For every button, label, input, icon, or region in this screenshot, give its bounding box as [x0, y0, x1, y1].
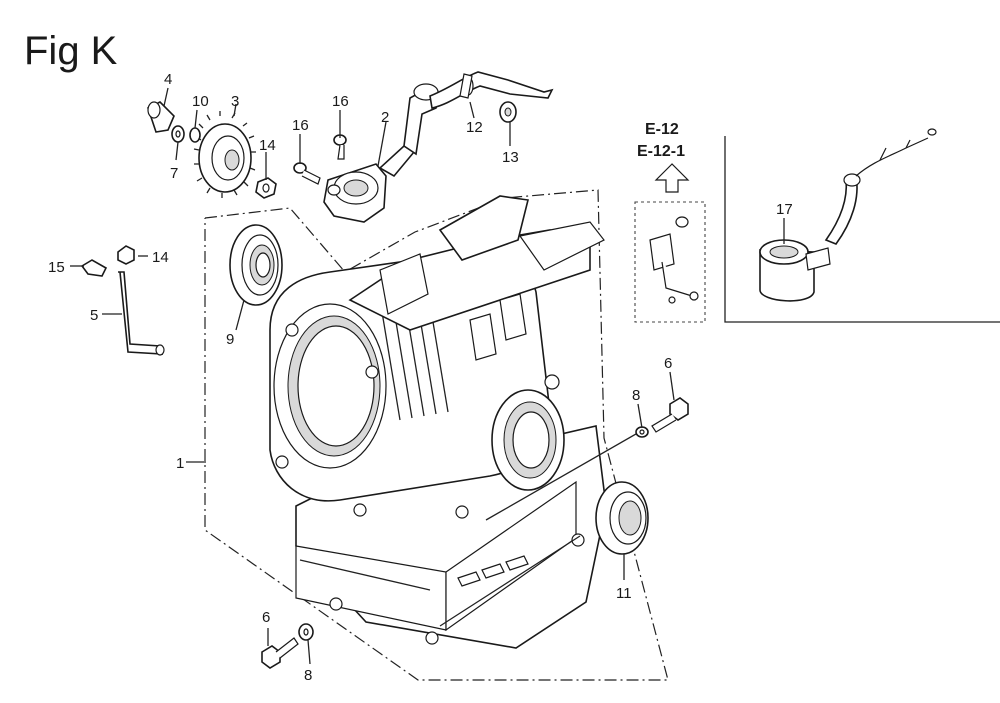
callout-6-lower: 6 [262, 609, 270, 626]
governor-gear-part[interactable] [193, 111, 256, 198]
up-arrow-icon [654, 163, 690, 193]
callout-7: 7 [170, 165, 178, 182]
callout-3: 3 [231, 93, 239, 110]
bolt-part-6-lower[interactable] [261, 637, 299, 669]
reference-label-main: E-12 [645, 121, 679, 138]
callout-14-lower: 14 [152, 249, 169, 266]
oil-alert-unit-part-17[interactable] [759, 128, 937, 302]
callout-17: 17 [776, 201, 793, 218]
callout-8-lower: 8 [304, 667, 312, 684]
nut-hole-14-upper [262, 183, 270, 193]
crankcase-part-1[interactable] [269, 195, 607, 649]
callout-10: 9 [226, 331, 234, 348]
callout-13: 13 [502, 149, 519, 166]
callout-12: 12 [466, 119, 483, 136]
inset-switch-part [649, 216, 699, 304]
callout-15: 15 [48, 259, 65, 276]
assembly-boundary [204, 189, 669, 681]
callout-14-upper: 14 [259, 137, 276, 154]
inset-frame-17 [724, 136, 1000, 323]
bolt-part-16-left[interactable] [293, 162, 321, 185]
grommet-part-13[interactable] [499, 101, 517, 123]
callout-2: 2 [381, 109, 389, 126]
clamp-part-12[interactable] [459, 73, 473, 99]
figure-title: Fig K [24, 29, 118, 73]
callout-6-right: 6 [664, 355, 672, 372]
washer-part-8-lower[interactable] [298, 623, 314, 641]
governor-arm-part-5[interactable] [118, 271, 165, 356]
bearing-part-10[interactable] [229, 224, 283, 306]
reference-label-sub: E-12-1 [637, 143, 685, 160]
bolt-part-16-right[interactable] [333, 134, 347, 160]
callout-8-right: 8 [632, 387, 640, 404]
nut-part-14-lower[interactable] [117, 245, 135, 265]
callout-4: 4 [164, 71, 172, 88]
callout-5: 5 [90, 307, 98, 324]
clip-part-9[interactable] [189, 127, 201, 143]
washer-part-8-right[interactable] [635, 426, 649, 438]
washer-hole-7 [175, 130, 181, 138]
callout-1: 1 [176, 455, 184, 472]
oil-seal-part-11[interactable] [595, 481, 649, 555]
reference-inset-box [634, 201, 706, 323]
callout-11: 11 [616, 585, 632, 602]
callout-16-lower: 16 [292, 117, 309, 134]
oil-level-switch-part[interactable] [323, 71, 554, 223]
callout-16-upper: 16 [332, 93, 349, 110]
governor-holder-part[interactable] [147, 101, 175, 133]
clip-part-15[interactable] [80, 259, 108, 277]
leader-lines [70, 87, 785, 665]
bolt-part-6-right[interactable] [651, 397, 689, 433]
callout-9: 10 [192, 93, 209, 110]
